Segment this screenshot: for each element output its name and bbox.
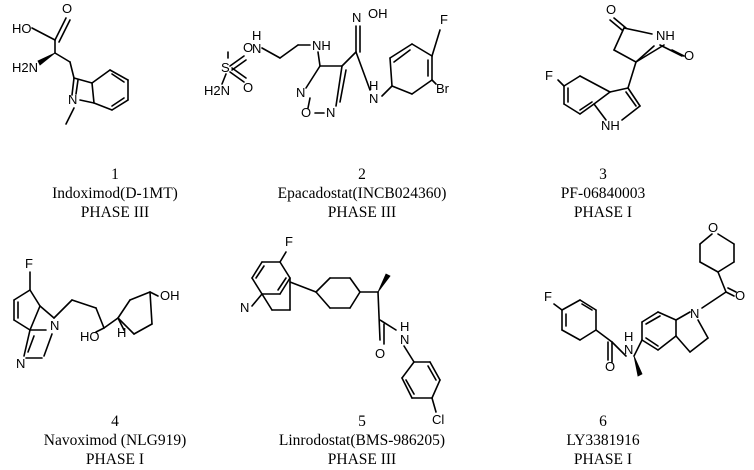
compound-phase: PHASE I: [573, 451, 633, 468]
atom-label: H: [369, 78, 378, 93]
structure-navoximod: F OH HO H N N: [13, 256, 180, 371]
atom-label: F: [440, 12, 448, 27]
compound-name: PF-06840003: [560, 185, 646, 202]
compound-name: LY3381916: [566, 432, 640, 449]
atom-label: H: [252, 28, 261, 43]
atom-label: O: [684, 48, 694, 63]
compound-phase: PHASE III: [327, 204, 397, 221]
atom-label: Cl: [432, 412, 444, 427]
caption-compound-5: 5 Linrodostat(BMS-986205) PHASE III: [247, 412, 477, 469]
compound-number: 4: [111, 413, 119, 430]
atom-label: O: [605, 359, 615, 374]
caption-compound-4: 4 Navoximod (NLG919) PHASE I: [0, 412, 230, 469]
caption-compound-3: 3 PF-06840003 PHASE I: [488, 165, 718, 222]
atom-label: NH: [312, 38, 331, 53]
structure-pf06840003: O NH O F NH: [545, 2, 694, 133]
compound-name: Indoximod(D-1MT): [52, 185, 178, 202]
compound-number: 1: [111, 166, 119, 183]
atom-label: NH: [601, 118, 620, 133]
atom-label: O: [301, 105, 311, 120]
atom-label: N: [326, 105, 335, 120]
atom-label: H2N: [204, 83, 230, 98]
atom-label: Br: [436, 81, 450, 96]
compound-number: 3: [599, 166, 607, 183]
structure-epacadostat: O S O H2N H N NH N OH H N N O N F Br: [204, 6, 450, 120]
atom-label: F: [25, 256, 33, 271]
atom-label: HO: [12, 21, 32, 36]
structure-ly3381916: O O N F O H N: [544, 220, 745, 377]
atom-label: O: [606, 2, 616, 17]
atom-label: N: [624, 342, 633, 357]
caption-compound-2: 2 Epacadostat(INCB024360) PHASE III: [247, 165, 477, 222]
atom-label: OH: [160, 288, 180, 303]
caption-compound-1: 1 Indoximod(D-1MT) PHASE III: [0, 165, 230, 222]
compound-name: Epacadostat(INCB024360): [277, 185, 447, 202]
atom-label: O: [375, 346, 385, 361]
compound-phase: PHASE III: [327, 451, 397, 468]
atom-label: F: [544, 289, 552, 304]
atom-label: F: [285, 234, 293, 249]
atom-label: O: [708, 220, 718, 235]
compound-number: 6: [599, 413, 607, 430]
atom-label: NH: [656, 28, 675, 43]
compound-name: Linrodostat(BMS-986205): [278, 432, 446, 449]
atom-label: O: [62, 1, 72, 16]
structure-linrodostat: F N O H N Cl: [240, 234, 444, 427]
atom-label: HO: [80, 329, 100, 344]
atom-label: S: [221, 60, 230, 75]
compound-phase: PHASE I: [85, 451, 145, 468]
atom-label: O: [243, 80, 253, 95]
caption-compound-6: 6 LY3381916 PHASE I: [488, 412, 718, 469]
atom-label: N: [296, 85, 305, 100]
atom-label: H2N: [12, 60, 38, 75]
structure-indoximod: HO O H2N N: [12, 1, 129, 125]
atom-label: H: [624, 329, 633, 344]
compound-name: Navoximod (NLG919): [43, 432, 187, 449]
atom-label: F: [545, 68, 553, 83]
atom-label: N: [369, 91, 378, 106]
compound-phase: PHASE III: [80, 204, 150, 221]
atom-label: N: [252, 41, 261, 56]
atom-label: N: [352, 10, 361, 25]
atom-label: O: [735, 288, 745, 303]
atom-label: N: [240, 300, 249, 315]
atom-label: N: [400, 332, 409, 347]
atom-label: O: [243, 40, 253, 55]
compound-number: 5: [358, 413, 366, 430]
compound-number: 2: [358, 166, 366, 183]
atom-label: N: [50, 318, 59, 333]
compound-phase: PHASE I: [573, 204, 633, 221]
atom-label: H: [117, 325, 126, 340]
atom-label: N: [16, 356, 25, 371]
atom-label: N: [68, 92, 77, 107]
atom-label: N: [690, 306, 699, 321]
atom-label: OH: [368, 6, 388, 21]
atom-label: H: [400, 319, 409, 334]
